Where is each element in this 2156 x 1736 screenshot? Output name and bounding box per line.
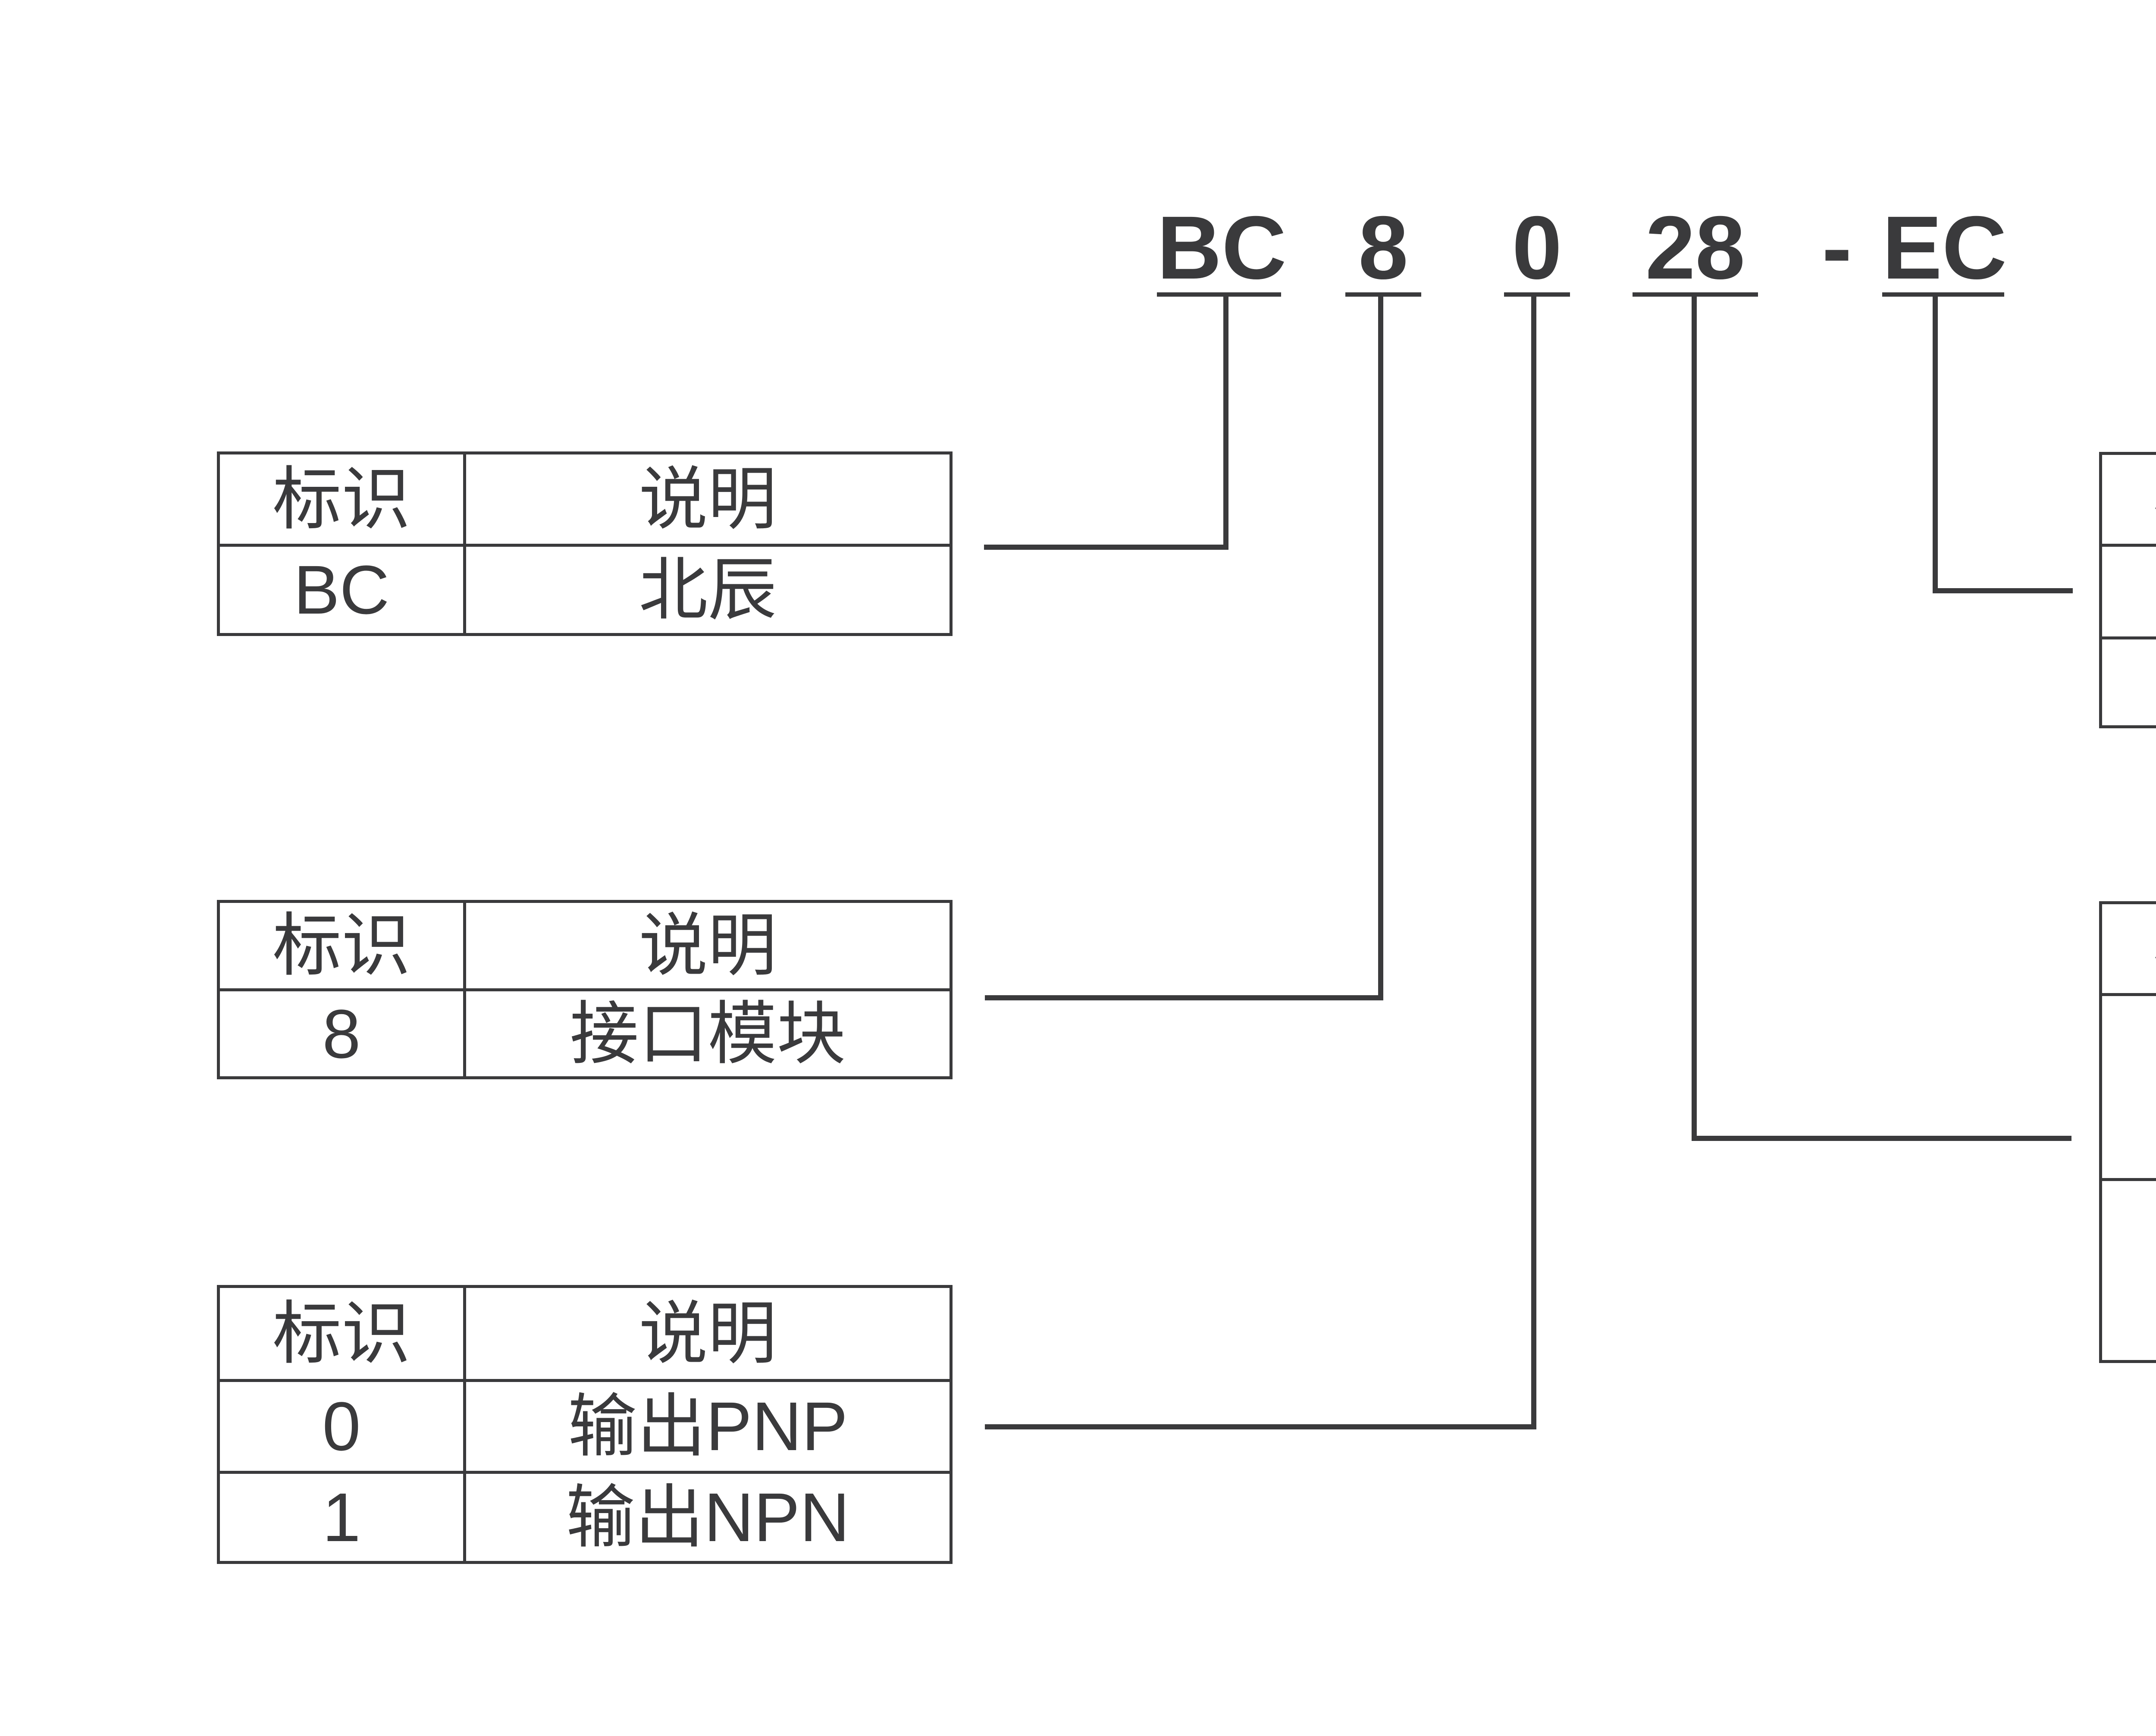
brand-table-cell-id: BC (220, 544, 463, 633)
code-segment-bc: BC (1157, 198, 1287, 298)
output-table-header-desc: 说明 (463, 1288, 950, 1379)
brand-table: 标识 说明 BC 北辰 (217, 451, 953, 636)
output-table-cell-1-id: 1 (220, 1471, 463, 1561)
points-table-cell-28-id: 28 (2102, 993, 2156, 1178)
code-segment-ec: EC (1882, 198, 2007, 298)
points-table: 标识 说明 28 28点 (16DI/12DO) 60 60点 (32DI/28… (2099, 901, 2156, 1363)
bus-table: 标识 说明 PN PPOFINET EC EtherCAT (2099, 452, 2156, 728)
callout-line-0-vertical (1531, 297, 1536, 1429)
module-table-header-id: 标识 (272, 907, 411, 984)
brand-table-header-desc: 说明 (463, 454, 950, 544)
callout-line-ec-vertical (1933, 297, 1938, 593)
output-table-cell-0-id: 0 (220, 1379, 463, 1471)
callout-line-bc-horizontal (984, 545, 1228, 550)
callout-line-8-horizontal (985, 995, 1383, 1000)
code-segment-28: 28 (1645, 198, 1745, 298)
callout-line-8-vertical (1378, 297, 1383, 1000)
callout-line-28-vertical (1692, 297, 1697, 1141)
segment-underline-bc (1157, 292, 1281, 297)
points-table-header-id: 标识 (2102, 904, 2156, 993)
callout-line-bc-vertical (1223, 297, 1228, 550)
code-segment-8: 8 (1358, 198, 1408, 298)
code-segment-dash: - (1822, 198, 1852, 298)
bus-table-cell-ec-id: EC (2102, 636, 2156, 725)
code-segment-0: 0 (1512, 198, 1562, 298)
callout-line-28-horizontal (1692, 1136, 2071, 1141)
segment-underline-0 (1504, 292, 1570, 297)
module-table: 标识 说明 8 接口模块 (217, 900, 953, 1079)
module-table-cell-desc: 接口模块 (463, 988, 950, 1076)
segment-underline-ec (1882, 292, 2004, 297)
callout-line-0-horizontal (985, 1424, 1536, 1429)
segment-underline-8 (1345, 292, 1421, 297)
module-table-cell-id: 8 (220, 988, 463, 1076)
output-table-cell-0-desc: 输出PNP (463, 1379, 950, 1471)
bus-table-cell-pn-id: PN (2102, 544, 2156, 636)
bus-table-header-id: 标识 (2102, 455, 2156, 544)
segment-underline-28 (1633, 292, 1758, 297)
output-table: 标识 说明 0 输出PNP 1 输出NPN (217, 1285, 953, 1564)
brand-table-header-id: 标识 (272, 460, 411, 538)
brand-table-cell-desc: 北辰 (463, 544, 950, 633)
module-table-header-desc: 说明 (463, 903, 950, 988)
points-table-cell-60-id: 60 (2102, 1178, 2156, 1360)
output-table-cell-1-desc: 输出NPN (463, 1471, 950, 1561)
output-table-header-id: 标识 (272, 1294, 411, 1372)
callout-line-ec-horizontal (1933, 588, 2073, 593)
